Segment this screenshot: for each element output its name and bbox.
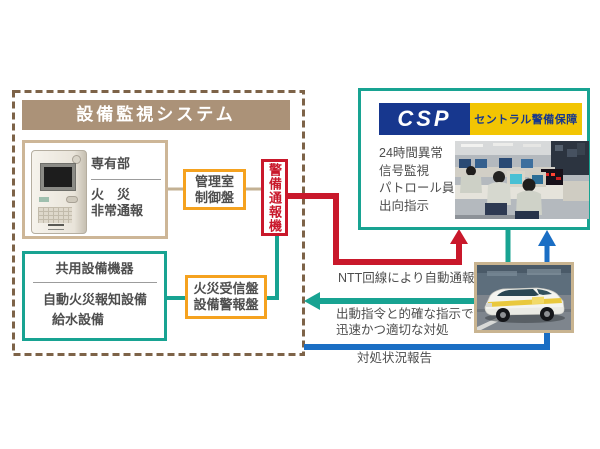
csp-logo: CSP セントラル警備保障 (379, 103, 582, 135)
fire-panel-line1: 火災受信盤 (193, 281, 259, 296)
csp-desc-line4: 出向指示 (379, 198, 430, 213)
dispatch-flow-label-line1: 出動指令と的確な指示で (336, 307, 474, 321)
intercom-screen-frame (40, 163, 76, 191)
intercom-button (66, 196, 78, 203)
flow-dispatch-teal-arrowhead (304, 292, 320, 310)
fire-panel-line2: 設備警報盤 (193, 297, 259, 312)
shared-equipment-box: 共用設備機器 自動火災報知設備 給水設備 (22, 251, 167, 341)
fire-panel-box: 火災受信盤 設備警報盤 (185, 275, 267, 319)
intercom-speaker-grille (38, 207, 72, 223)
control-panel-box: 管理室 制御盤 (183, 169, 246, 210)
patrol-car-photo (474, 262, 574, 333)
csp-desc-line1: 24時間異常 (379, 146, 443, 160)
private-unit-divider (91, 179, 161, 180)
private-unit-line-emergency: 非常通報 (91, 203, 144, 218)
control-panel-line2: 制御盤 (194, 189, 234, 205)
shared-equipment-heading: 共用設備機器 (55, 261, 134, 276)
control-panel-line1: 管理室 (194, 173, 234, 189)
flow-report-blue-arrowhead (538, 230, 556, 246)
intercom-screen (44, 167, 72, 187)
intercom-device-photo (31, 150, 87, 234)
ntt-flow-label: NTT回線により自動通報 (338, 271, 475, 285)
csp-logo-name: セントラル警備保障 (470, 103, 582, 135)
monitoring-center-photo (455, 141, 589, 219)
dispatch-flow-label: 出動指令と的確な指示で 迅速かつ適切な対処 (336, 306, 474, 338)
security-transmitter-label: 警備通報機 (267, 162, 282, 233)
csp-logo-acronym: CSP (379, 103, 470, 135)
intercom-brand-mark (48, 224, 64, 230)
csp-desc-line2: 信号監視 (379, 163, 430, 178)
shared-equipment-divider (33, 282, 157, 283)
shared-equipment-line-firealarm: 自動火災報知設備 (43, 292, 148, 307)
csp-desc-line3: パトロール員 (379, 181, 455, 195)
private-unit-heading: 専有部 (91, 156, 131, 171)
report-flow-label: 対処状況報告 (357, 351, 433, 365)
intercom-label (39, 197, 49, 202)
dispatch-flow-label-line2: 迅速かつ適切な対処 (336, 323, 449, 337)
flow-ntt-red-arrowhead (450, 229, 468, 244)
csp-box: CSP セントラル警備保障 24時間異常 信号監視 パトロール員 出向指示 (358, 88, 590, 230)
private-unit-line-fire: 火 災 (91, 187, 131, 202)
private-unit-box: 専有部 火 災 非常通報 (22, 140, 168, 239)
security-transmitter-box: 警備通報機 (261, 159, 288, 236)
csp-description: 24時間異常 信号監視 パトロール員 出向指示 (379, 145, 454, 215)
shared-equipment-line-water: 給水設備 (52, 312, 105, 327)
system-title: 設備監視システム (22, 100, 290, 130)
patrol-car-illustration (477, 265, 571, 330)
